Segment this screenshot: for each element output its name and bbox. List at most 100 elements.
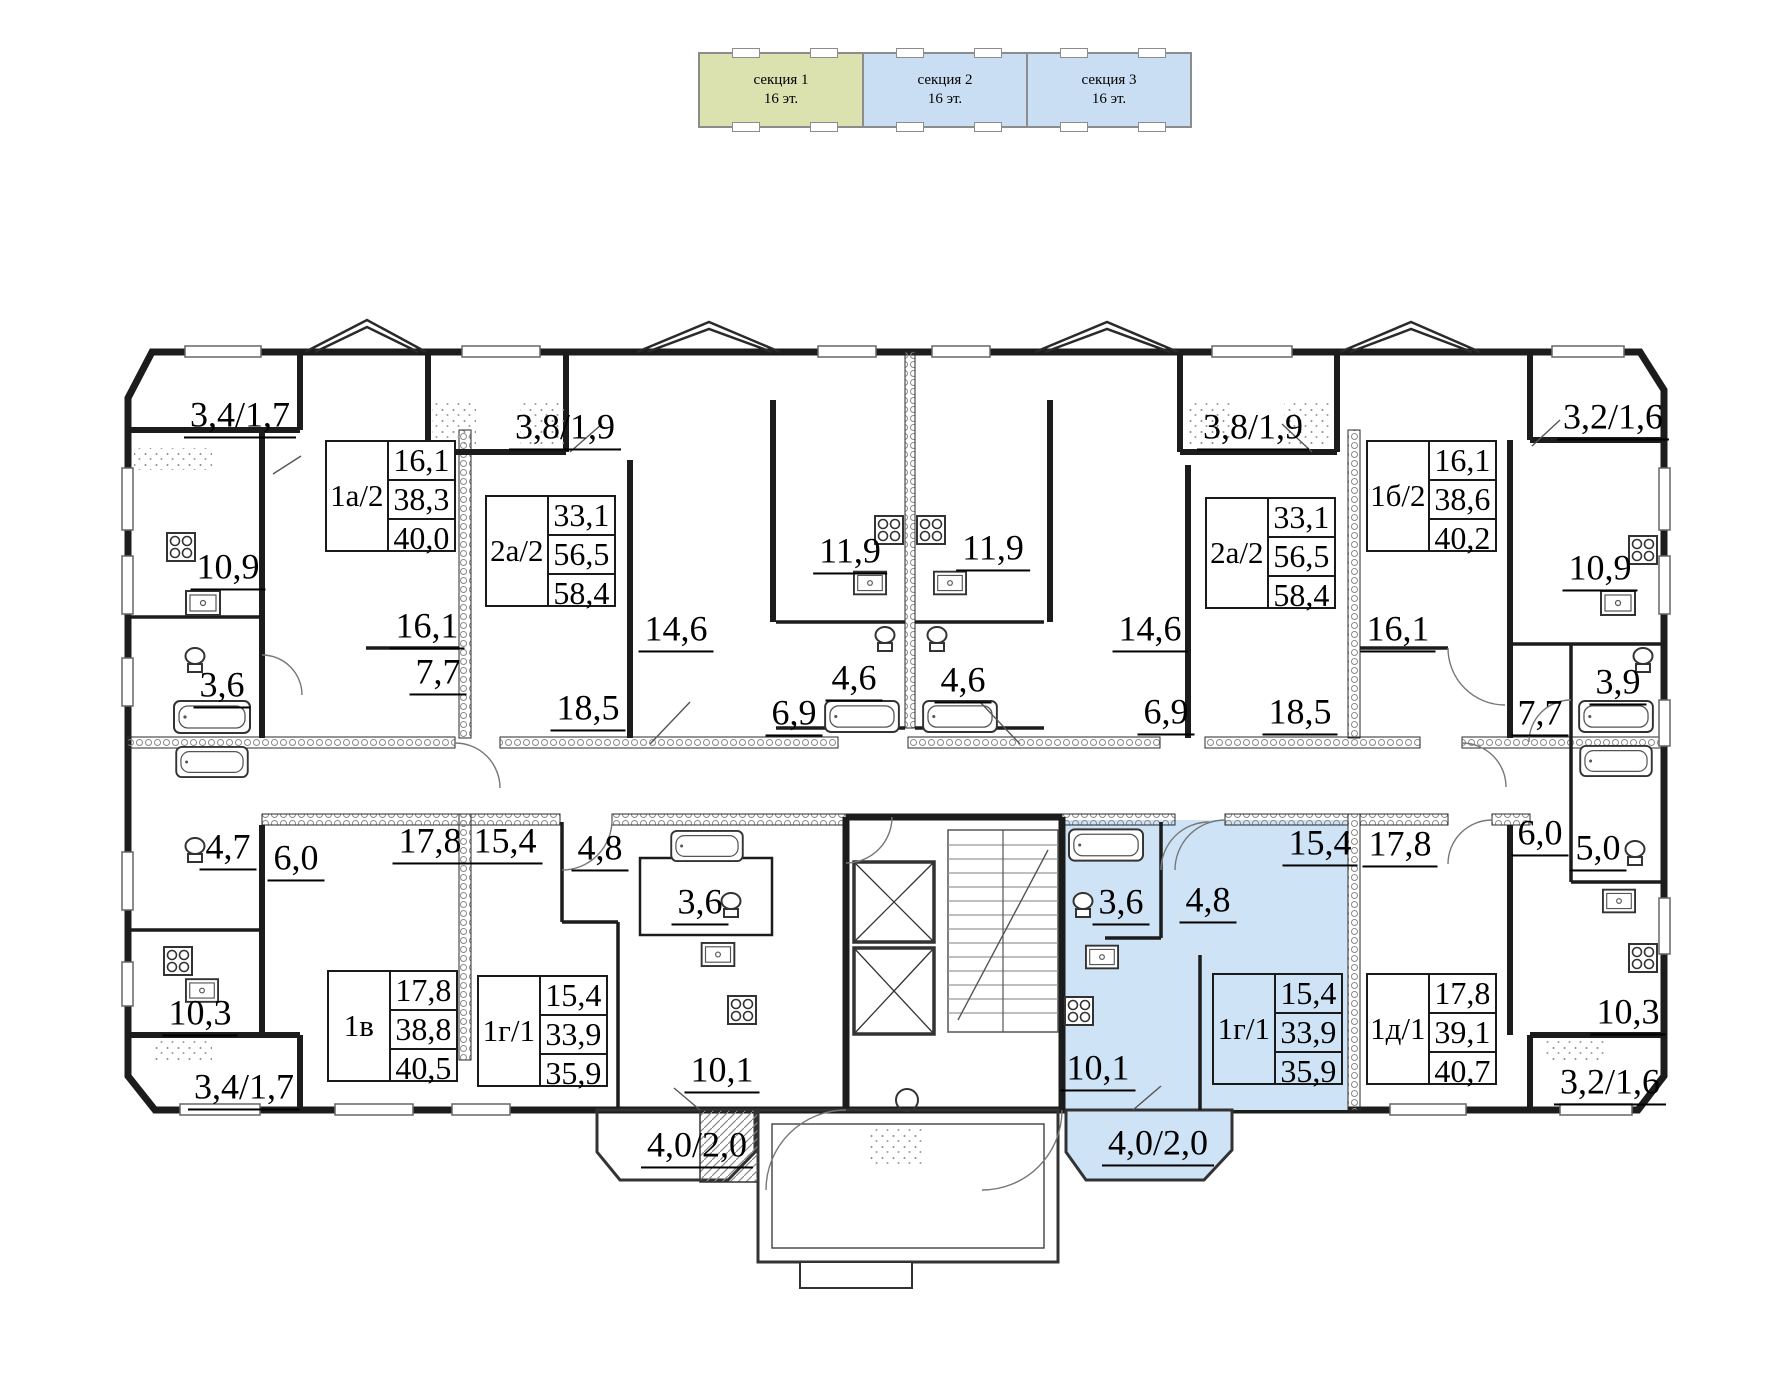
apartment-type: 2а/2 <box>1207 499 1269 607</box>
window-bump <box>1060 48 1089 58</box>
legend-section-name: секция 3 <box>1081 72 1137 89</box>
window-bump <box>732 48 761 58</box>
apartment-area-value: 58,4 <box>553 575 610 611</box>
elevator-icon <box>852 946 936 1036</box>
area-label: 16,1 <box>1360 610 1436 653</box>
area-label: 10,1 <box>1060 1049 1136 1092</box>
apartment-type: 2а/2 <box>487 497 549 605</box>
apartment-area-value: 38,3 <box>388 481 454 520</box>
area-label: 4,6 <box>934 661 992 704</box>
elevator-icon <box>852 860 936 944</box>
toilet-icon <box>874 626 896 652</box>
bathtub-icon <box>1579 745 1653 777</box>
apartment-area-value: 40,5 <box>395 1050 452 1086</box>
bathtub-icon <box>175 746 249 778</box>
area-label: 4,8 <box>571 829 629 872</box>
area-label: 4,6 <box>825 659 883 702</box>
bathtub-icon <box>1068 828 1144 862</box>
apartment-area-value: 16,1 <box>388 442 454 481</box>
area-label: 3,2/1,6 <box>1556 398 1670 441</box>
apartment-area-value: 35,9 <box>545 1055 602 1091</box>
window-bump <box>896 48 925 58</box>
stove-icon <box>1064 996 1094 1026</box>
window-bump <box>1060 122 1089 132</box>
area-label: 3,9 <box>1589 663 1647 706</box>
apartment-type: 1д/1 <box>1368 975 1430 1083</box>
apartment-area-value: 38,6 <box>1429 481 1495 520</box>
apartment-type: 1в <box>329 972 391 1080</box>
area-label: 7,7 <box>409 653 467 696</box>
area-label: 10,3 <box>162 994 238 1037</box>
kitchen-sink-icon <box>700 942 736 967</box>
window-bump <box>974 122 1003 132</box>
window-bump <box>810 122 839 132</box>
apartment-area-value: 17,8 <box>1429 975 1495 1014</box>
balconies <box>595 1088 1060 1289</box>
entrance-canopy <box>799 1261 913 1289</box>
bathtub-icon <box>824 700 900 733</box>
area-label: 16,1 <box>389 607 465 650</box>
area-label: 6,9 <box>765 694 823 737</box>
area-label: 18,5 <box>550 689 626 732</box>
area-label: 3,2/1,6 <box>1553 1063 1667 1106</box>
legend-section-name: секция 1 <box>753 72 809 89</box>
area-label: 3,4/1,7 <box>183 396 297 439</box>
apartment-area-value: 15,4 <box>1275 975 1341 1014</box>
window-bump <box>1138 48 1167 58</box>
area-label: 5,0 <box>1569 829 1627 872</box>
window-bump <box>974 48 1003 58</box>
area-label: 4,8 <box>1179 881 1237 924</box>
kitchen-sink-icon <box>1602 888 1636 914</box>
apartment-type: 1г/1 <box>1214 975 1276 1083</box>
area-label: 17,8 <box>392 822 468 865</box>
area-label: 6,0 <box>1511 814 1569 857</box>
highlighted-balcony[interactable] <box>1064 1108 1234 1182</box>
area-label: 4,0/2,0 <box>640 1126 754 1169</box>
area-label: 3,8/1,9 <box>1196 408 1310 451</box>
stove-icon <box>727 995 757 1025</box>
window-bump <box>732 122 761 132</box>
apartment-area-value: 58,4 <box>1273 577 1330 613</box>
kitchen-sink-icon <box>1085 944 1119 970</box>
area-label: 10,1 <box>684 1051 760 1094</box>
area-label: 6,0 <box>267 839 325 882</box>
bathtub-icon <box>922 700 998 733</box>
apartment-area-value: 56,5 <box>548 536 614 575</box>
sill-blocks <box>134 400 1606 1164</box>
area-label: 3,6 <box>671 883 729 926</box>
toilet-icon <box>926 626 948 652</box>
apartment-area-value: 35,9 <box>1280 1053 1337 1089</box>
area-label: 14,6 <box>1112 610 1188 653</box>
apartment-area-value: 33,1 <box>548 497 614 536</box>
apartment-area-value: 39,1 <box>1429 1014 1495 1053</box>
area-label: 6,9 <box>1137 693 1195 736</box>
window-bump <box>896 122 925 132</box>
stairs-icon <box>947 829 1059 1033</box>
apartment-area-value: 56,5 <box>1268 538 1334 577</box>
opening-slashes <box>272 419 1561 1111</box>
stove-icon <box>916 515 946 545</box>
apartment-area-value: 15,4 <box>540 977 606 1016</box>
area-label: 11,9 <box>813 532 887 575</box>
legend-section-floors: 16 эт. <box>927 91 963 107</box>
kitchen-sink-icon <box>1600 590 1636 616</box>
apartment-area-value: 33,1 <box>1268 499 1334 538</box>
windows <box>121 345 1671 1116</box>
stove-icon <box>163 946 193 976</box>
apartment-area-value: 38,8 <box>390 1011 456 1050</box>
bathtub-icon <box>670 830 744 862</box>
apartment-type: 1а/2 <box>327 442 389 550</box>
area-label: 10,9 <box>1562 549 1638 592</box>
apartment-area-value: 33,9 <box>540 1016 606 1055</box>
window-bump <box>810 48 839 58</box>
area-label: 4,7 <box>199 828 257 871</box>
